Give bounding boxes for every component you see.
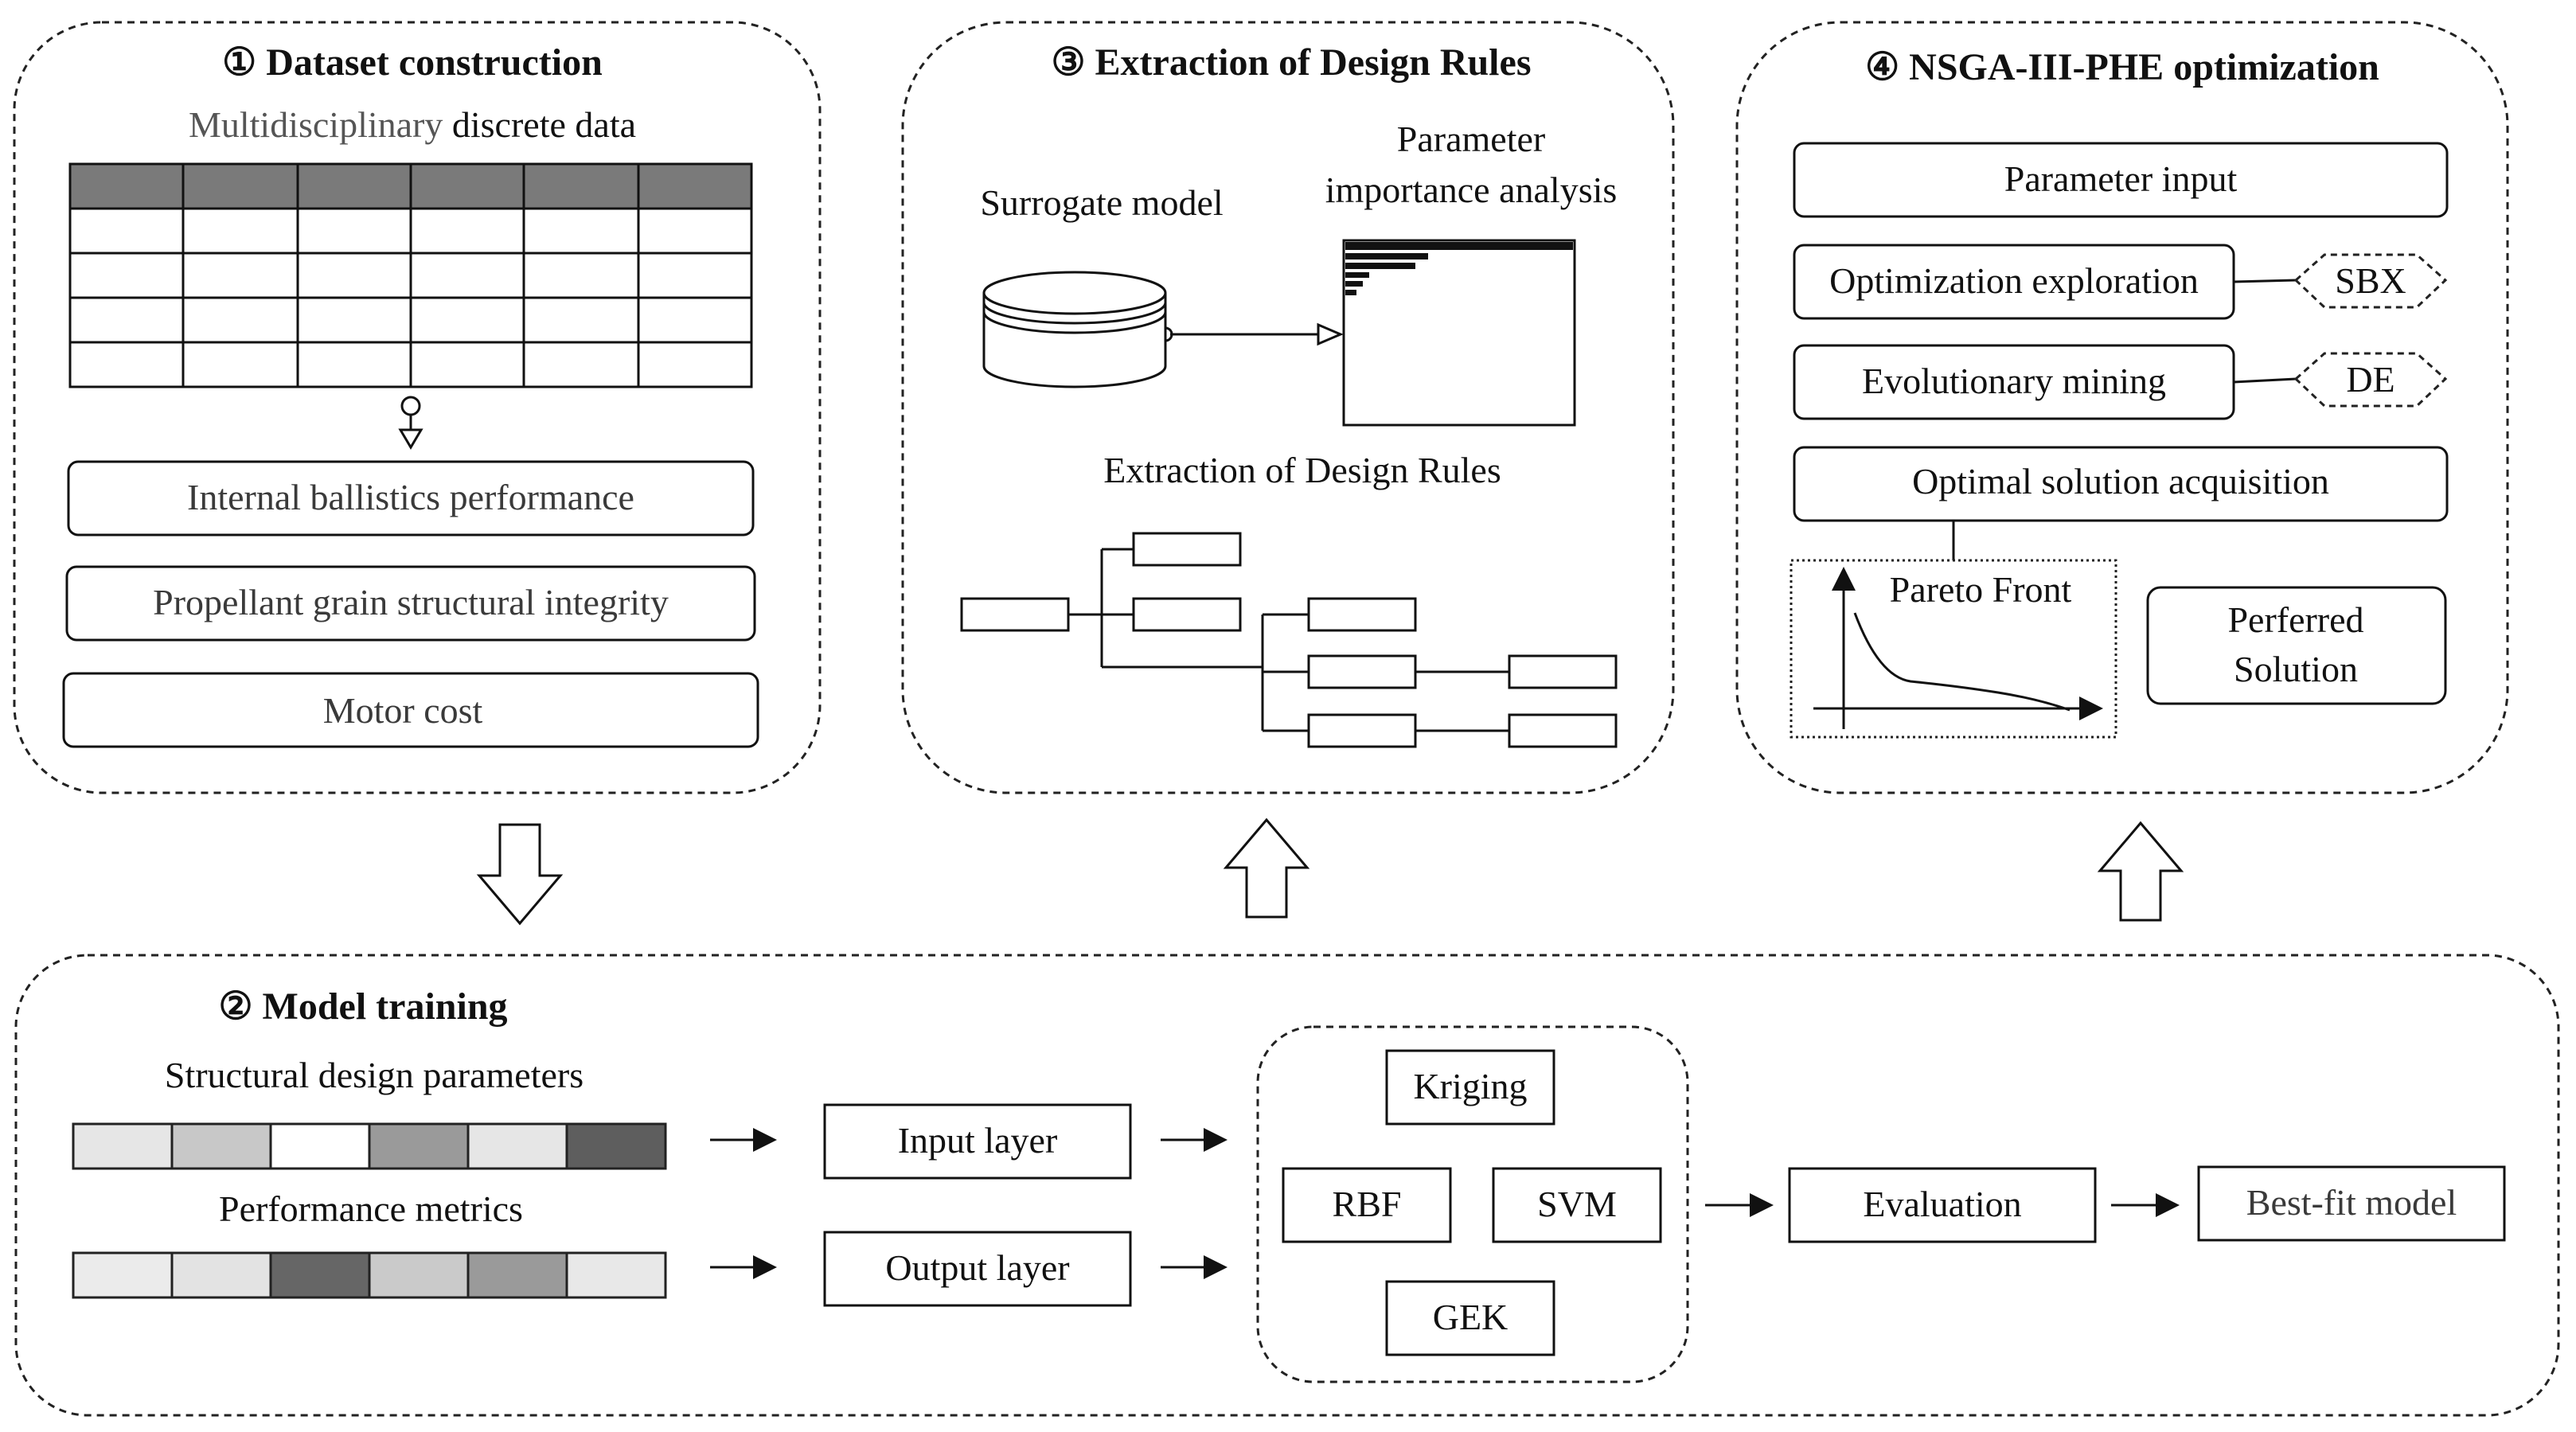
sbx-operator-shape: [2293, 253, 2448, 309]
evaluation-label: Evaluation: [1863, 1184, 2021, 1224]
tree-node-a: [1132, 532, 1242, 567]
input-layer-label: Input layer: [898, 1120, 1058, 1161]
result-box-motor-cost: [62, 672, 759, 748]
surrogate-label: Surrogate model: [980, 182, 1223, 223]
pareto-label: Pareto Front: [1890, 569, 2072, 610]
panel4-title: ④ NSGA-III-PHE optimization: [1865, 46, 2379, 88]
structural-parameter-strip: [72, 1122, 667, 1170]
parameter-input-box: [1793, 142, 2449, 218]
evolutionary-label: Evolutionary mining: [1862, 361, 2166, 401]
result-box-structural-integrity: [65, 565, 756, 642]
pareto-curve: [1853, 612, 2071, 712]
rules-label: Extraction of Design Rules: [1103, 450, 1501, 490]
performance-cell-3: [269, 1251, 371, 1299]
performance-cell-2: [170, 1251, 272, 1299]
acquisition-box: [1793, 446, 2449, 522]
table-to-results-connector: [398, 396, 423, 450]
rbf-label: RBF: [1333, 1184, 1402, 1224]
structural-cell-6: [565, 1122, 667, 1170]
output-layer-box: [823, 1231, 1132, 1307]
decision-tree: [960, 532, 1618, 748]
tree-node-g: [1508, 713, 1618, 748]
importance-chart-frame: [1342, 239, 1576, 427]
input-layer-box: [823, 1103, 1132, 1180]
gek-label: GEK: [1433, 1297, 1509, 1337]
result-box-internal-ballistics: [67, 460, 755, 537]
tree-node-d: [1307, 654, 1417, 689]
subtitle-prefix: Multidisciplinary: [189, 104, 443, 145]
result-label-motor-cost: Motor cost: [323, 690, 483, 731]
best-fit-box: [2197, 1165, 2506, 1242]
structural-cell-5: [466, 1122, 568, 1170]
importance-bar-6: [1345, 290, 1356, 295]
performance-cell-6: [565, 1251, 667, 1299]
importance-bar-3: [1345, 263, 1415, 269]
tree-node-b: [1132, 597, 1242, 632]
exploration-label: Optimization exploration: [1829, 260, 2199, 301]
performance-metric-strip: [72, 1251, 667, 1299]
surrogate-to-importance-connector: [1165, 322, 1344, 346]
preferred-label-line1: Perferred: [2227, 599, 2363, 640]
structural-cell-3: [269, 1122, 371, 1170]
performance-label: Performance metrics: [219, 1188, 523, 1229]
importance-label-line1: Parameter: [1397, 119, 1545, 159]
de-operator-shape: [2293, 352, 2448, 408]
performance-cell-5: [466, 1251, 568, 1299]
panel3-title: ③ Extraction of Design Rules: [1052, 41, 1532, 84]
subtitle-suffix: discrete data: [443, 104, 636, 145]
importance-bar-1: [1345, 242, 1573, 250]
kriging-box: [1385, 1049, 1555, 1126]
importance-bar-4: [1345, 272, 1369, 278]
performance-cell-1: [72, 1251, 174, 1299]
panel-nsga-optimization: [1735, 21, 2509, 794]
best-fit-label: Best-fit model: [2246, 1182, 2457, 1223]
panel2-title: ② Model training: [218, 985, 507, 1028]
panel-extraction-design-rules: [901, 21, 1675, 794]
performance-cell-4: [368, 1251, 470, 1299]
structural-cell-2: [170, 1122, 272, 1170]
panel1-subtitle: Multidisciplinary discrete data: [189, 104, 636, 145]
panel-model-training: [14, 954, 2560, 1417]
tree-node-c: [1307, 597, 1417, 632]
structural-cell-1: [72, 1122, 174, 1170]
gek-box: [1385, 1280, 1555, 1356]
de-label: DE: [2346, 359, 2395, 400]
preferred-solution-box: [2146, 586, 2447, 705]
sbx-label: SBX: [2335, 260, 2406, 301]
preferred-label-line2: Solution: [2234, 649, 2358, 689]
importance-bar-5: [1345, 281, 1363, 287]
result-label-internal-ballistics: Internal ballistics performance: [187, 477, 634, 517]
structural-cell-4: [368, 1122, 470, 1170]
structural-label: Structural design parameters: [165, 1055, 584, 1095]
acquisition-label: Optimal solution acquisition: [1912, 461, 2329, 501]
kriging-label: Kriging: [1413, 1066, 1527, 1106]
importance-label-line2: importance analysis: [1325, 170, 1618, 210]
down-arrow-to-training: [476, 823, 564, 926]
pareto-frame: [1790, 559, 2117, 739]
output-layer-label: Output layer: [885, 1247, 1069, 1288]
panel-dataset-construction: [13, 21, 822, 794]
parameter-input-label: Parameter input: [2004, 158, 2238, 199]
panel1-title: ① Dataset construction: [222, 41, 603, 84]
tree-node-e: [1307, 713, 1417, 748]
evaluation-box: [1788, 1167, 2097, 1243]
importance-bar-chart: [1342, 239, 1576, 427]
model-candidates-group: [1256, 1025, 1689, 1383]
tree-node-f: [1508, 654, 1618, 689]
up-arrow-to-optimization: [2097, 821, 2184, 922]
svm-label: SVM: [1537, 1184, 1617, 1224]
up-arrow-to-rules: [1223, 817, 1310, 919]
data-table: [68, 162, 753, 388]
result-label-structural-integrity: Propellant grain structural integrity: [153, 582, 669, 622]
svm-box: [1492, 1167, 1662, 1243]
surrogate-database-icon: [982, 271, 1167, 388]
pareto-front-plot: Pareto Front: [1790, 559, 2117, 739]
tree-node-root: [960, 597, 1070, 632]
rbf-box: [1282, 1167, 1452, 1243]
importance-bar-2: [1345, 253, 1428, 259]
